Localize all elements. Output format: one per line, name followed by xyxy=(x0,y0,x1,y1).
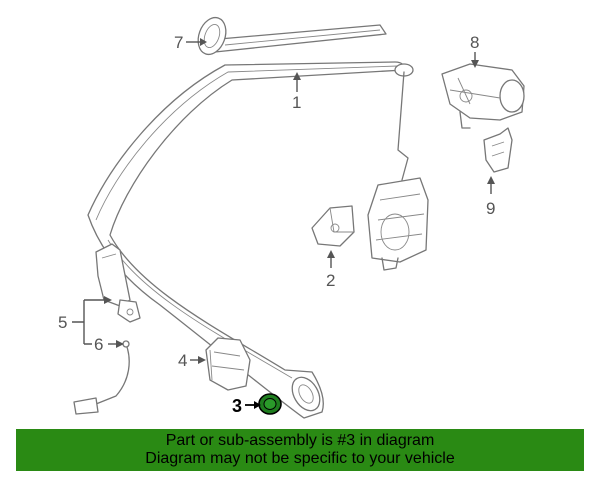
banner-line-1: Part or sub-assembly is #3 in diagram xyxy=(165,432,435,449)
callout-5: 5 xyxy=(58,296,112,345)
part-2-bracket xyxy=(311,205,355,247)
callout-4-label: 4 xyxy=(178,351,187,370)
callout-7-label: 7 xyxy=(174,33,183,52)
callout-4: 4 xyxy=(178,351,206,370)
callout-6-label: 6 xyxy=(94,335,103,354)
part-8-motor-unit xyxy=(441,63,525,129)
retractor-assembly xyxy=(367,71,429,271)
parts-diagram: 7 1 2 xyxy=(58,16,525,419)
callout-7: 7 xyxy=(174,33,207,52)
callout-9-label: 9 xyxy=(486,199,495,218)
part-6-wire-sensor xyxy=(73,340,130,415)
part-7-trim-strip xyxy=(197,16,387,56)
part-4-cover xyxy=(205,337,251,391)
info-banner: Part or sub-assembly is #3 in diagram Di… xyxy=(16,429,584,471)
callout-2: 2 xyxy=(326,250,335,290)
callout-9: 9 xyxy=(486,176,495,218)
callout-8: 8 xyxy=(470,33,479,68)
callout-1: 1 xyxy=(292,72,301,112)
part-1-pillar-trim xyxy=(87,61,414,419)
callout-8-label: 8 xyxy=(470,33,479,52)
part-5-buckle xyxy=(95,243,141,323)
callout-3-label: 3 xyxy=(232,396,242,416)
callout-5-label: 5 xyxy=(58,313,67,332)
callout-3: 3 xyxy=(232,396,261,416)
callout-2-label: 2 xyxy=(326,271,335,290)
callout-6: 6 xyxy=(94,335,124,354)
part-9-small-bracket xyxy=(483,127,513,173)
part-3-cap-highlighted xyxy=(258,393,282,415)
banner-line-2: Diagram may not be specific to your vehi… xyxy=(145,450,455,467)
callout-1-label: 1 xyxy=(292,93,301,112)
